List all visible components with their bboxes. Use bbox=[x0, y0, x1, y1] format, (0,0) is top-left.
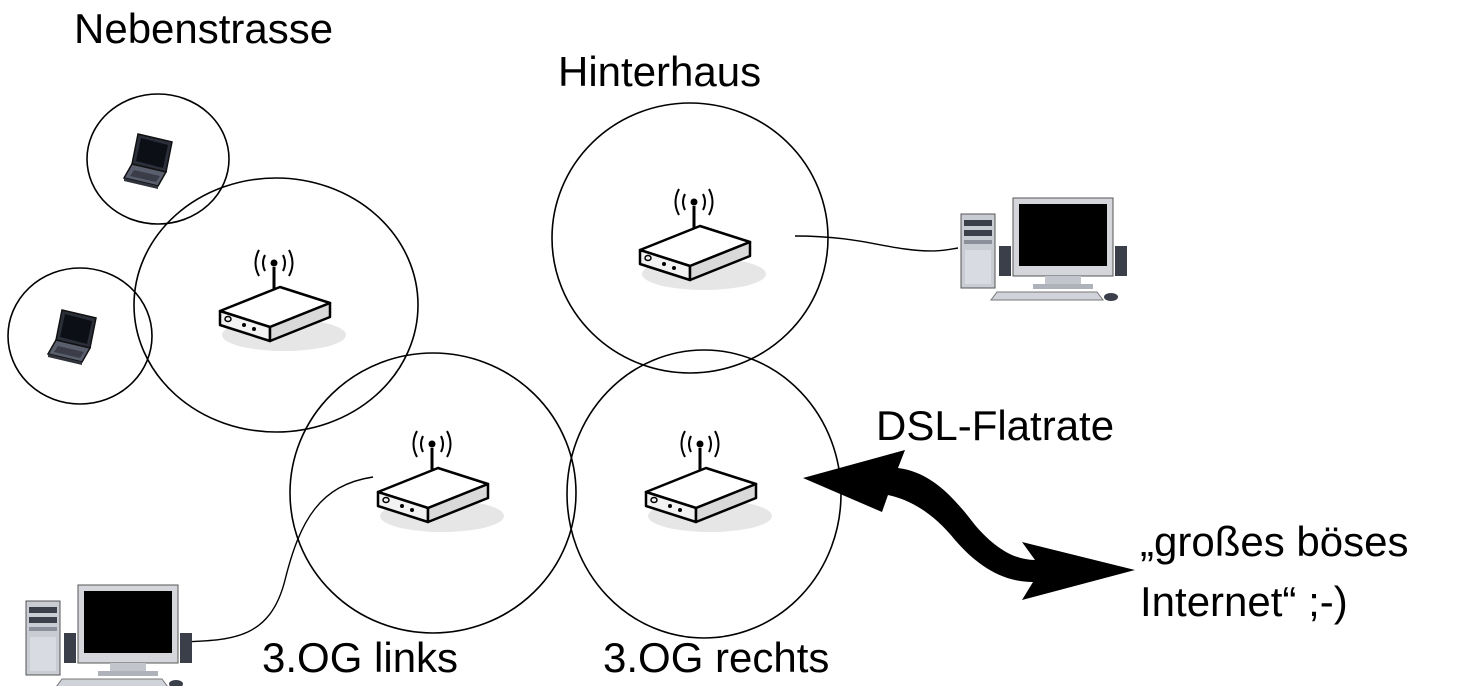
laptop-icon-bottom bbox=[47, 309, 97, 366]
coverage-circle-og-links bbox=[289, 352, 577, 634]
laptop-icon-top bbox=[123, 133, 173, 190]
cable-og-links-desktop bbox=[182, 476, 374, 643]
dsl-double-arrow bbox=[803, 450, 1135, 600]
desktop-icon-og-links bbox=[25, 584, 193, 686]
router-icon-og-rechts bbox=[644, 429, 774, 534]
label-nebenstrasse: Nebenstrasse bbox=[74, 5, 334, 52]
label-internet-line2: Internet“ ;-) bbox=[1140, 578, 1348, 625]
router-icon-og-links bbox=[376, 429, 506, 534]
label-og-rechts: 3.OG rechts bbox=[603, 634, 830, 681]
label-og-links: 3.OG links bbox=[262, 634, 459, 681]
coverage-circle-laptop-bottom bbox=[7, 267, 153, 405]
coverage-circle-hinterhaus bbox=[551, 102, 829, 374]
label-hinterhaus: Hinterhaus bbox=[558, 48, 762, 95]
coverage-circle-laptop-top bbox=[86, 93, 230, 225]
router-icon-nebenstrasse bbox=[218, 248, 348, 353]
desktop-icon-hinterhaus bbox=[960, 197, 1128, 302]
router-icon-hinterhaus bbox=[638, 187, 768, 292]
label-internet-line1: „großes böses bbox=[1140, 518, 1409, 565]
coverage-circle-nebenstrasse bbox=[133, 177, 419, 433]
label-dsl-flatrate: DSL-Flatrate bbox=[876, 402, 1115, 449]
cable-hinterhaus-desktop bbox=[794, 235, 959, 252]
